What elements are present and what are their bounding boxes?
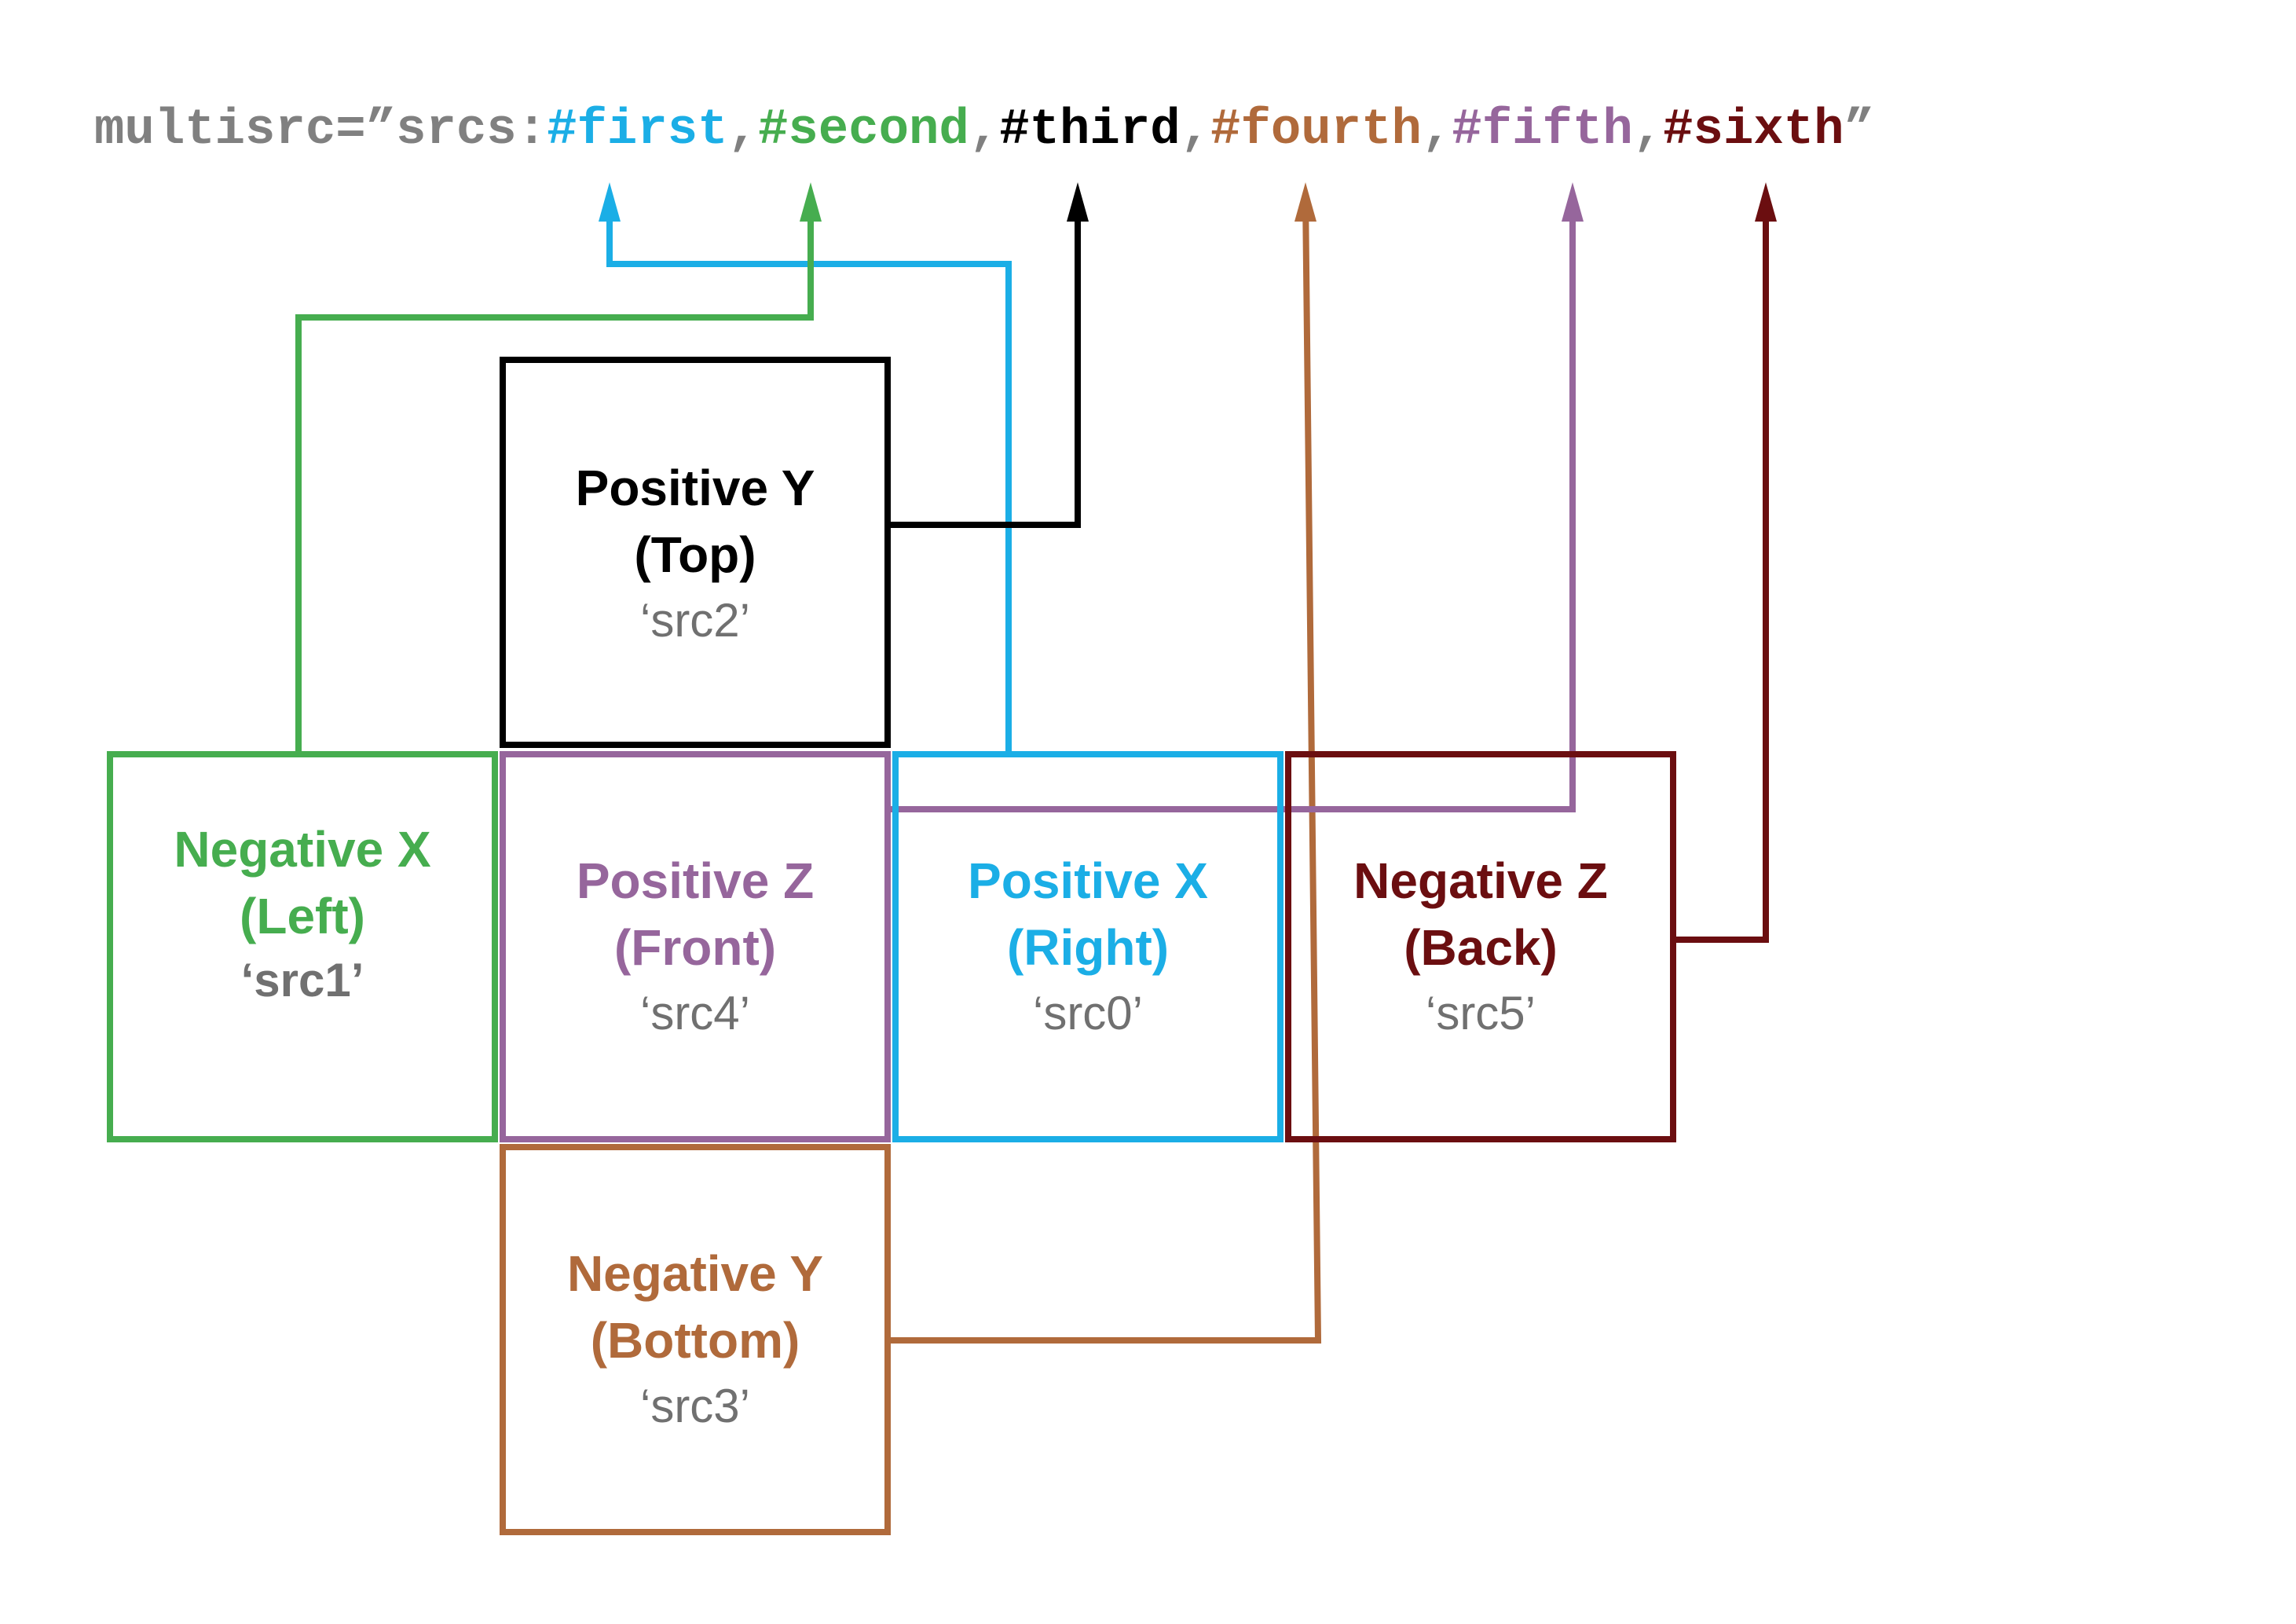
arrowhead-positive-z	[1562, 182, 1584, 222]
face-src-positive-x: ‘src0’	[1033, 987, 1143, 1039]
face-title-positive-x: Positive X	[968, 852, 1208, 909]
face-src-negative-x: ‘src1’	[241, 954, 364, 1006]
connector-negative-x	[295, 196, 814, 751]
id-fourth: #fourth	[1210, 102, 1422, 159]
face-src-positive-y: ‘src2’	[640, 594, 750, 647]
code-separator: ,	[1181, 102, 1210, 159]
code-separator: ,	[728, 102, 758, 159]
face-box-negative-x	[107, 751, 498, 1142]
arrowhead-positive-y	[1067, 182, 1089, 222]
face-box-positive-y	[500, 357, 891, 748]
connector-negative-y	[888, 196, 1322, 1344]
face-src-positive-z: ‘src4’	[640, 987, 750, 1039]
connector-positive-z	[888, 196, 1576, 812]
connector-negative-z	[1675, 196, 1769, 943]
face-title-negative-y: Negative Y	[567, 1245, 823, 1302]
connector-positive-y	[888, 196, 1081, 528]
face-title-positive-z: Positive Z	[577, 852, 814, 909]
face-title-negative-x: Negative X	[174, 821, 431, 878]
face-box-negative-y	[500, 1144, 891, 1535]
code-suffix: ”	[1844, 102, 1874, 159]
id-second: #second	[758, 102, 969, 159]
id-fifth: #fifth	[1452, 102, 1632, 159]
code-separator: ,	[969, 102, 999, 159]
face-title-negative-z: Negative Z	[1353, 852, 1608, 909]
face-subtitle-negative-x: (Left)	[240, 888, 365, 944]
face-subtitle-positive-z: (Front)	[614, 919, 776, 976]
face-box-negative-z	[1285, 751, 1676, 1142]
multisrc-attribute: multisrc=”srcs:#first,#second,#third,#fo…	[94, 102, 1874, 159]
face-title-positive-y: Positive Y	[576, 460, 815, 516]
code-separator: ,	[1422, 102, 1452, 159]
id-first: #first	[547, 102, 727, 159]
arrowhead-negative-x	[800, 182, 822, 222]
id-sixth: #sixth	[1663, 102, 1844, 159]
arrowhead-negative-z	[1755, 182, 1777, 222]
face-src-negative-z: ‘src5’	[1426, 987, 1536, 1039]
face-subtitle-positive-y: (Top)	[634, 526, 756, 583]
face-box-positive-z	[500, 751, 891, 1142]
code-separator: ,	[1633, 102, 1663, 159]
face-subtitle-positive-x: (Right)	[1007, 919, 1169, 976]
face-src-negative-y: ‘src3’	[640, 1380, 750, 1432]
face-subtitle-negative-z: (Back)	[1404, 919, 1558, 976]
arrowhead-negative-y	[1294, 182, 1316, 222]
code-prefix: multisrc=”srcs:	[94, 102, 547, 159]
face-box-positive-x	[892, 751, 1283, 1142]
face-subtitle-negative-y: (Bottom)	[591, 1312, 800, 1369]
id-third: #third	[999, 102, 1180, 159]
arrowhead-positive-x	[599, 182, 621, 222]
